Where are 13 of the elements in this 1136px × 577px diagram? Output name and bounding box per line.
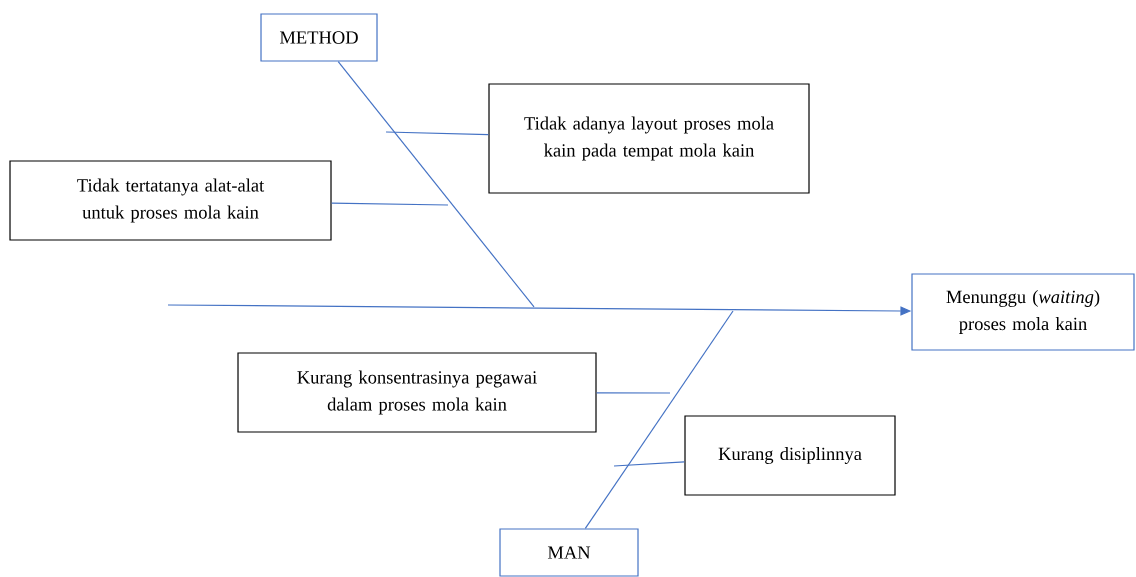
category-box: METHOD: [260, 13, 378, 62]
rib-line: [385, 131, 489, 136]
cause-box: Tidak adanya layout proses mola kain pada tempat mola kain: [488, 83, 810, 194]
category-box: MAN: [499, 528, 639, 577]
cause-box: Tidak tertatanya alat-alat untuk proses mola kain: [9, 160, 332, 241]
rib-line: [613, 461, 685, 467]
cause-box: Kurang konsentrasinya pegawai dalam proses mola kain: [237, 352, 597, 433]
effect-box: Menunggu (waiting) proses mola kain: [911, 273, 1135, 351]
rib-line: [596, 392, 671, 394]
bone-line: [584, 310, 734, 529]
bone-line: [337, 61, 535, 308]
rib-line: [331, 202, 449, 206]
cause-box: Kurang disiplinnya: [684, 415, 896, 496]
